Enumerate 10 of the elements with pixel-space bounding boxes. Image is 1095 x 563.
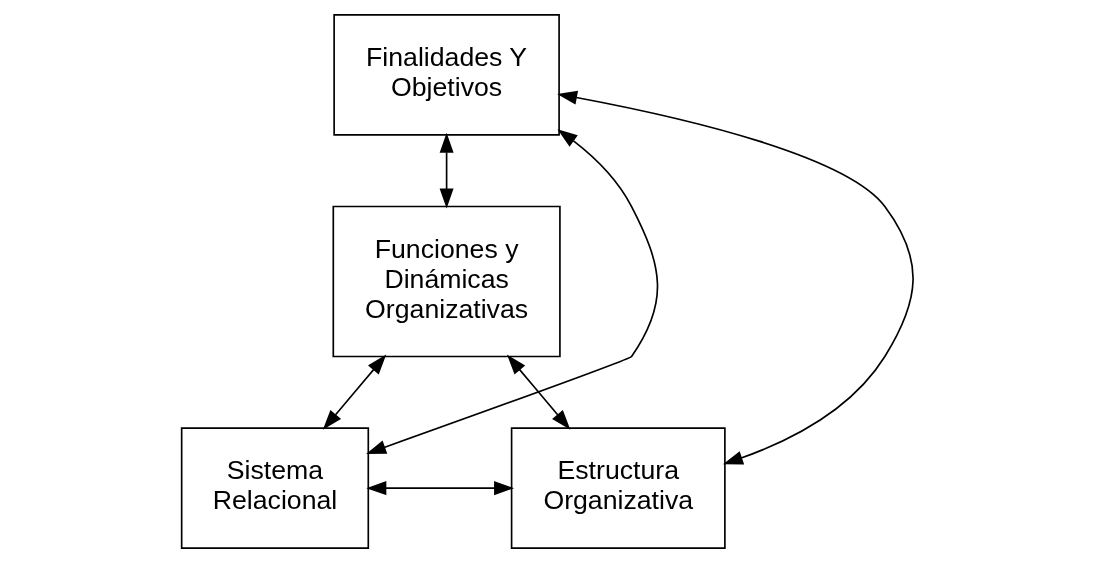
arrow <box>322 354 387 430</box>
node-box: Estructura Organizativa <box>510 427 726 549</box>
arrow <box>439 132 454 209</box>
arrow <box>506 354 571 430</box>
arrow <box>366 481 515 496</box>
node-box: Finalidades Y Objetivos <box>333 14 560 136</box>
arrow <box>557 90 914 465</box>
node-box: Sistema Relacional <box>180 427 370 549</box>
node-box: Funciones y Dinámicas Organizativas <box>332 205 561 358</box>
arrow <box>366 129 659 454</box>
